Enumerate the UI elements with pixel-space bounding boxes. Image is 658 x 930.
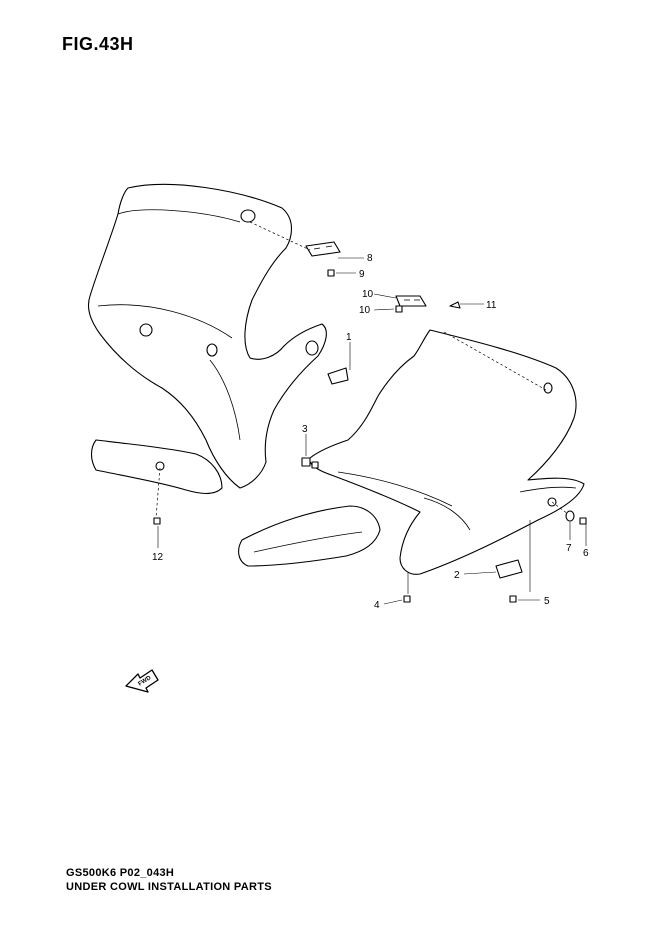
callout-3: 3 <box>302 424 308 435</box>
bracket-2 <box>495 559 523 579</box>
callout-2: 2 <box>454 570 460 581</box>
callout-6: 6 <box>583 548 589 559</box>
clip-3 <box>301 457 319 469</box>
model-code: GS500K6 P02_043H <box>66 867 175 879</box>
callout-10: 10 <box>359 305 371 316</box>
callout-12: 12 <box>152 552 164 563</box>
leader-lines <box>157 257 587 605</box>
bracket-9 <box>395 295 427 307</box>
callout-labels: 8 9 10 10 11 1 3 2 4 5 7 6 12 <box>152 253 589 611</box>
bracket-1 <box>327 367 349 385</box>
alignment-lines <box>155 221 569 519</box>
left-cowl-panel <box>87 183 327 489</box>
callout-10: 9 <box>359 269 365 280</box>
callout-4: 4 <box>374 600 380 611</box>
callout-11: 11 <box>486 300 497 311</box>
screws <box>153 269 587 603</box>
callout-9: 10 <box>362 289 374 300</box>
left-lower-inner-panel <box>90 439 223 495</box>
figure-caption: UNDER COWL INSTALLATION PARTS <box>66 881 272 893</box>
callout-1: 1 <box>346 332 352 343</box>
figure-title: FIG.43H <box>62 34 134 54</box>
callout-8: 8 <box>367 253 373 264</box>
bracket-8 <box>305 241 341 257</box>
right-under-cowl-panel <box>309 329 585 575</box>
callout-7: 7 <box>566 543 572 554</box>
fwd-arrow-icon: FWD <box>125 669 159 693</box>
center-under-cowl-panel <box>238 505 381 567</box>
callout-5: 5 <box>544 596 550 607</box>
